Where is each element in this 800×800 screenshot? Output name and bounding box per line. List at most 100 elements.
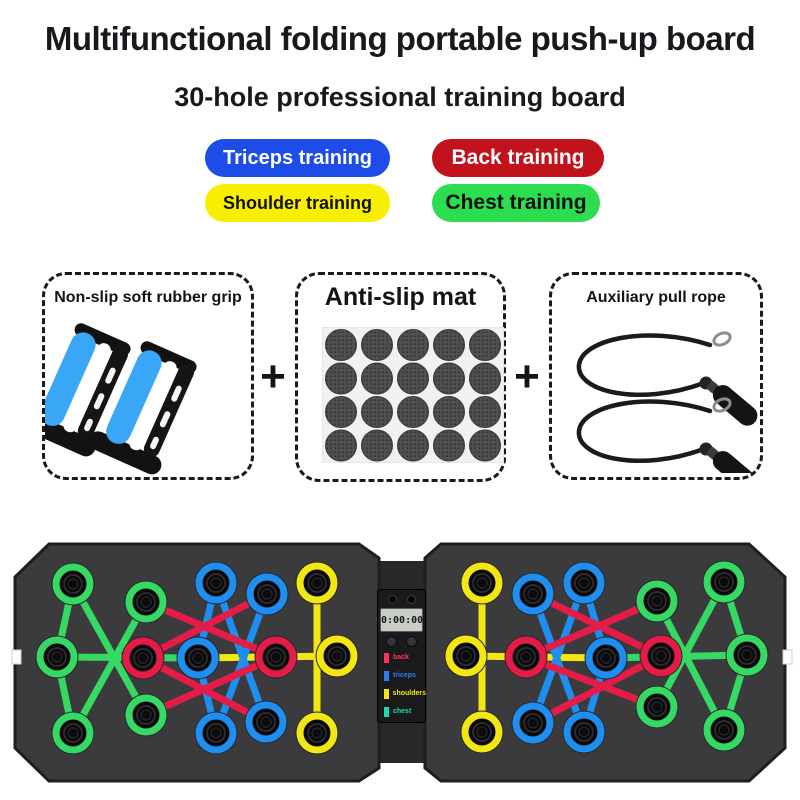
- mat-pad: [469, 362, 501, 395]
- mat-pad: [433, 396, 465, 428]
- board-hole-blue: [176, 636, 220, 680]
- legend-swatch: [384, 707, 389, 717]
- mat-pad: [397, 329, 429, 361]
- accessory-box-mat: Anti-slip mat: [295, 272, 506, 482]
- board-hole-green: [702, 708, 746, 752]
- side-tab-right: [782, 649, 793, 665]
- plus-separator-2: +: [514, 352, 540, 401]
- counter-count: :00: [405, 614, 424, 626]
- board-line: [522, 653, 661, 711]
- mat-pad: [433, 329, 465, 361]
- board-hole-green: [51, 711, 95, 755]
- board-hole-green: [124, 693, 168, 737]
- side-tab-left: [11, 649, 22, 665]
- board-line: [529, 590, 588, 736]
- legend-item-triceps: triceps: [384, 671, 426, 681]
- mat-pad: [397, 429, 429, 462]
- board-line: [142, 653, 280, 719]
- page-title: Multifunctional folding portable push-up…: [44, 20, 756, 57]
- grip-label: Non-slip soft rubber grip: [54, 289, 242, 306]
- board-line: [522, 597, 661, 661]
- board-hole-blue: [194, 711, 238, 755]
- mat-pad: [361, 396, 393, 428]
- mat-pad: [325, 362, 357, 395]
- mat-pad: [325, 396, 357, 428]
- color-legend: back triceps shoulders chest: [377, 653, 426, 717]
- legend-item-shoulders: shoulders: [384, 689, 426, 699]
- board-hole-yellow: [295, 561, 339, 605]
- board-hole-yellow: [444, 634, 488, 678]
- rope-illustration: [552, 315, 760, 473]
- board-hole-blue: [584, 636, 628, 680]
- board-hole-green: [124, 580, 168, 624]
- legend-swatch: [384, 671, 389, 681]
- power-led-icon: [387, 595, 397, 604]
- board-hole-green: [725, 633, 769, 677]
- legend-item-chest: chest: [384, 707, 426, 717]
- board-line: [69, 598, 150, 737]
- board-line: [529, 652, 665, 727]
- board-hole-red: [504, 635, 548, 679]
- mat-pad: [469, 429, 501, 462]
- mat-pad: [397, 396, 429, 428]
- board-hole-blue: [562, 561, 606, 605]
- mat-pad: [397, 362, 429, 395]
- grip-illustration: [45, 317, 206, 475]
- mat-pad: [325, 429, 357, 462]
- rope-label: Auxiliary pull rope: [586, 289, 726, 306]
- board-hole-yellow: [295, 711, 339, 755]
- accessory-box-rope: Auxiliary pull rope: [549, 272, 763, 480]
- board-hole-blue: [245, 572, 289, 616]
- board-hole-blue: [562, 710, 606, 754]
- board-hole-green: [635, 579, 679, 623]
- mat-pad: [361, 329, 393, 361]
- mode-led-icon: [406, 595, 416, 604]
- board-hole-yellow: [315, 634, 359, 678]
- tag-shoulder-training: Shoulder training: [205, 184, 390, 222]
- console-leds: [377, 595, 426, 604]
- board-line: [653, 597, 728, 734]
- counter-display: 0:00 :00: [380, 608, 423, 632]
- console-buttons: [377, 636, 426, 647]
- counter-button-right: [406, 636, 417, 647]
- mat-pad: [469, 396, 501, 428]
- page-subtitle: 30-hole professional training board: [174, 82, 626, 112]
- board-hole-green: [51, 562, 95, 606]
- counter-button-left: [386, 636, 397, 647]
- board-hole-yellow: [460, 561, 504, 605]
- plus-separator-1: +: [260, 352, 286, 401]
- mat-label: Anti-slip mat: [324, 283, 477, 311]
- board-line: [142, 598, 280, 661]
- legend-label: shoulders: [392, 690, 426, 697]
- board-hole-green: [702, 560, 746, 604]
- mat-pad: [433, 362, 465, 395]
- board-hole-red: [639, 634, 683, 678]
- board-hole-blue: [511, 572, 555, 616]
- board-hole-red: [254, 635, 298, 679]
- board-line: [653, 578, 728, 711]
- board-hole-blue: [511, 701, 555, 745]
- board-line: [212, 590, 271, 737]
- board-hole-green: [35, 635, 79, 679]
- board-hole-blue: [194, 561, 238, 605]
- legend-item-back: back: [384, 653, 426, 663]
- tag-triceps-training: Triceps training: [205, 139, 390, 177]
- legend-label: triceps: [393, 672, 416, 679]
- mat-pad: [469, 329, 501, 361]
- board-hole-red: [121, 636, 165, 680]
- tag-chest-training: Chest training: [432, 184, 600, 222]
- mat-pad: [433, 429, 465, 462]
- board-hole-blue: [244, 700, 288, 744]
- mat-pad: [325, 329, 357, 361]
- legend-swatch: [384, 653, 389, 663]
- mat-pad: [361, 362, 393, 395]
- board-hole-green: [635, 685, 679, 729]
- tag-back-training: Back training: [432, 139, 604, 177]
- mat-pad: [361, 429, 393, 462]
- legend-label: back: [393, 654, 409, 661]
- legend-swatch: [384, 689, 389, 699]
- board-line: [212, 579, 270, 726]
- board-line: [69, 580, 150, 719]
- accessory-box-grip: Non-slip soft rubber grip: [42, 272, 254, 480]
- counter-time: 0:00: [381, 614, 406, 626]
